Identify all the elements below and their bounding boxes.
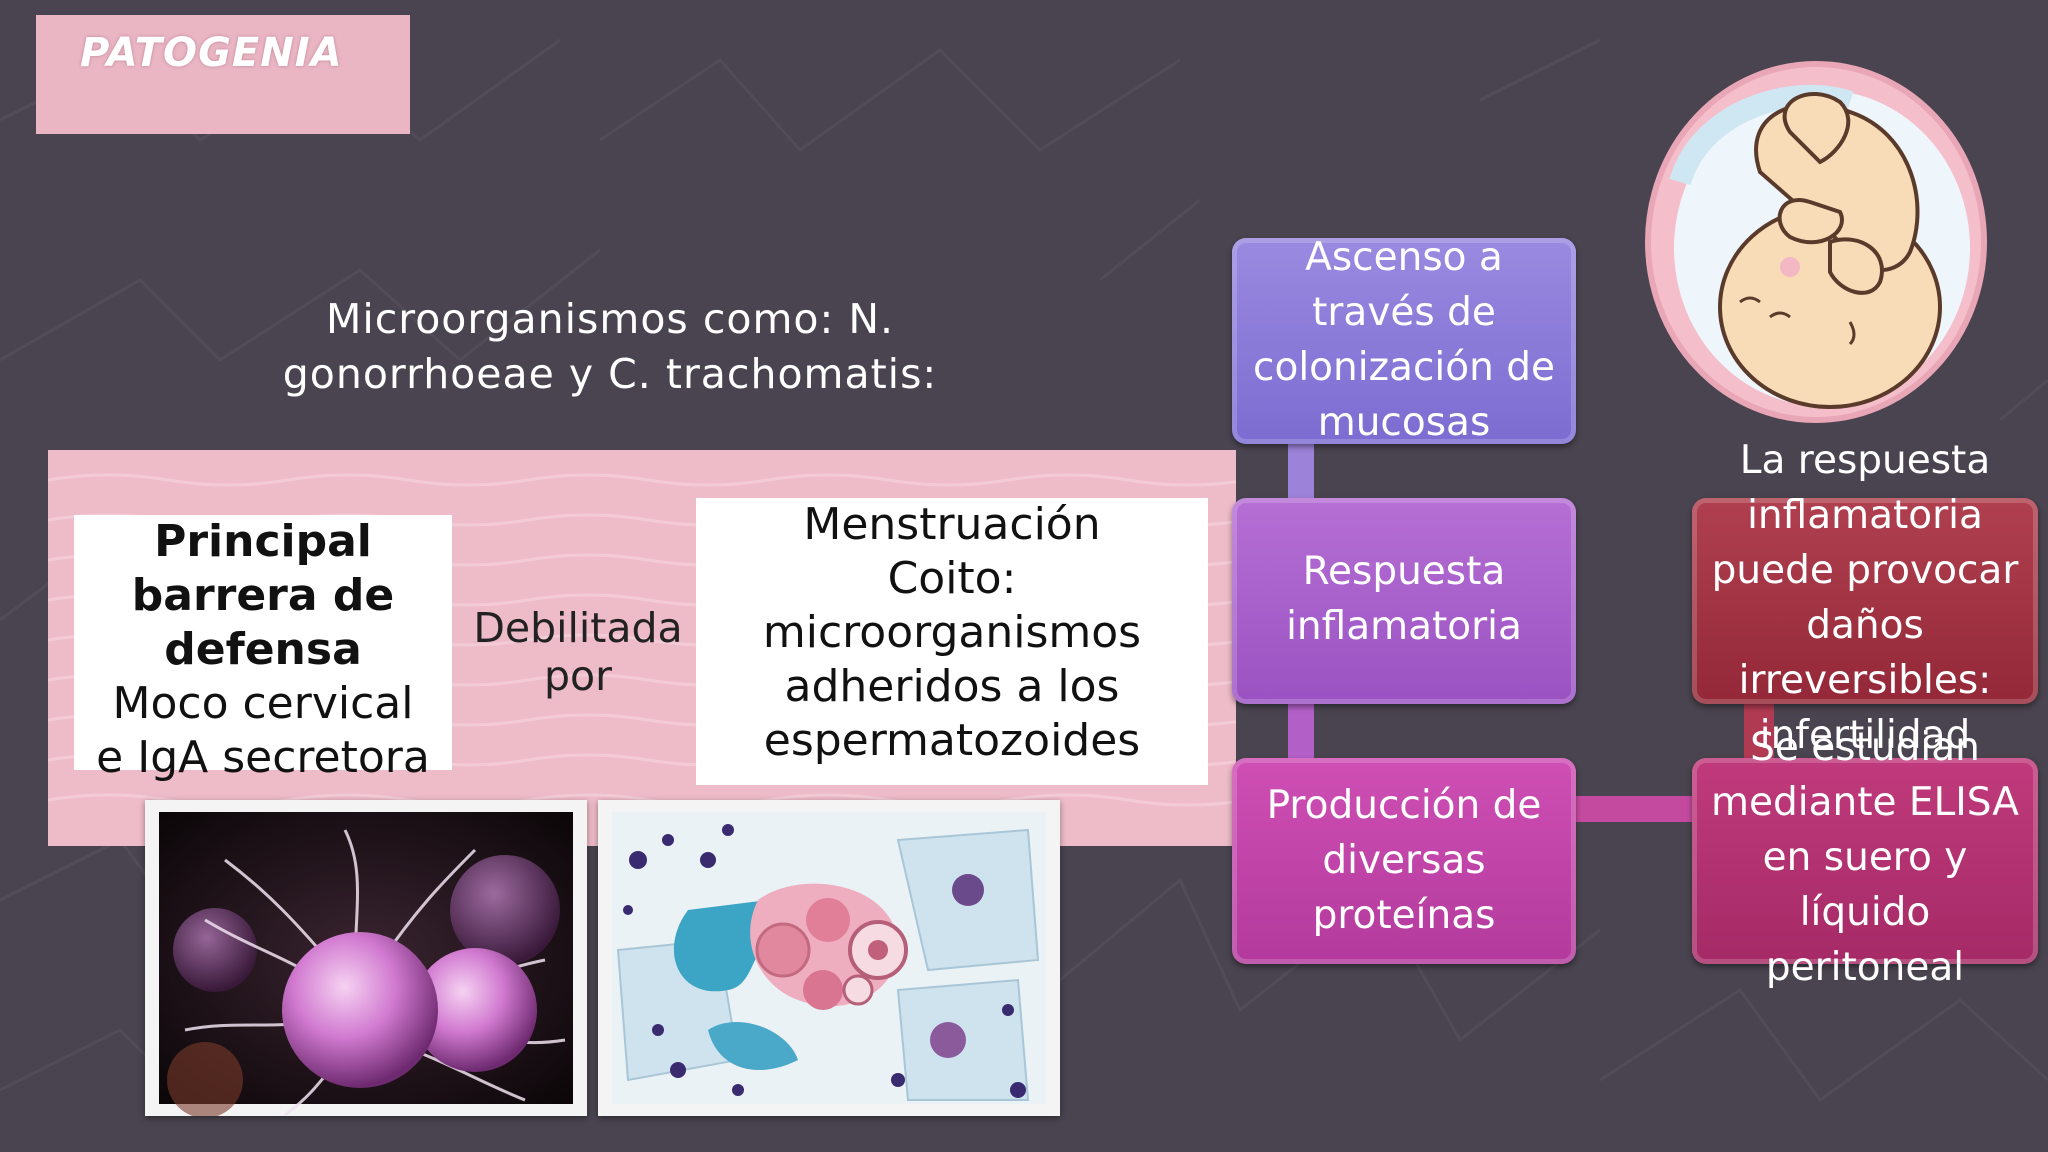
subtitle: Microorganismos como: N. gonorrhoeae y C… xyxy=(240,292,980,402)
barrier-title-line: barrera de xyxy=(131,570,395,621)
weakened-by-label: Debilitada por xyxy=(462,604,694,700)
bacteria-image xyxy=(145,800,587,1116)
flow-step-ascent: Ascenso a través de colonización de muco… xyxy=(1232,235,1576,445)
side-line: mediante ELISA xyxy=(1711,780,2019,825)
flow-text: colonización de xyxy=(1253,345,1555,390)
causes-line: espermatozoides xyxy=(763,715,1141,766)
flow-text: Respuesta xyxy=(1302,549,1506,594)
flow-text: Producción de xyxy=(1266,783,1542,828)
flow-text: proteínas xyxy=(1312,893,1496,938)
barrier-line: e IgA secretora xyxy=(96,732,430,783)
flow-step-protein-production: Producción de diversas proteínas xyxy=(1232,758,1576,964)
subtitle-line: Microorganismos como: N. xyxy=(325,295,895,343)
side-line: peritoneal xyxy=(1765,945,1965,990)
causes-line: microorganismos xyxy=(762,607,1142,658)
microscopy-image xyxy=(598,800,1060,1116)
subtitle-line: gonorrhoeae y C. trachomatis: xyxy=(282,350,938,398)
flow-text: través de xyxy=(1312,290,1496,335)
causes-box: Menstruación Coito: microorganismos adhe… xyxy=(696,498,1208,785)
flow-text: mucosas xyxy=(1317,400,1491,445)
bacteria-illustration xyxy=(159,812,573,1116)
flow-text: inflamatoria xyxy=(1286,604,1522,649)
side-box-damage xyxy=(1692,498,2038,704)
side-line: puede provocar xyxy=(1711,548,2019,593)
side-line: inflamatoria xyxy=(1747,493,1983,538)
side-line: en suero y xyxy=(1762,835,1968,880)
side-line: irreversibles: xyxy=(1738,658,1992,703)
weakened-line: Debilitada xyxy=(473,604,683,652)
defense-barrier-box: Principal barrera de defensa Moco cervic… xyxy=(74,515,452,783)
side-line: líquido xyxy=(1799,890,1931,935)
title-box xyxy=(36,15,410,134)
barrier-title-line: Principal xyxy=(154,516,372,567)
barrier-line: Moco cervical xyxy=(112,678,414,729)
weakened-line: por xyxy=(544,652,612,700)
side-line: daños xyxy=(1806,603,1924,648)
barrier-title-line: defensa xyxy=(164,624,362,675)
side-line: Se estudian xyxy=(1750,725,1980,770)
causes-line: adheridos a los xyxy=(784,661,1120,712)
flow-step-inflammatory-response: Respuesta inflamatoria xyxy=(1232,498,1576,704)
side-text-elisa: Se estudian mediante ELISA en suero y lí… xyxy=(1692,720,2038,995)
side-text-damage: La respuesta inflamatoria puede provocar… xyxy=(1692,433,2038,763)
causes-line: Menstruación xyxy=(803,499,1101,550)
side-line: infertilidad xyxy=(1759,713,1971,758)
fetus-illustration xyxy=(1645,61,1987,423)
causes-line: Coito: xyxy=(887,553,1017,604)
side-line: La respuesta xyxy=(1739,438,1991,483)
microscopy-illustration xyxy=(612,812,1046,1104)
side-box-elisa xyxy=(1692,758,2038,964)
flow-text: diversas xyxy=(1322,838,1486,883)
slide-title: PATOGENIA xyxy=(80,30,343,76)
flow-text: Ascenso a xyxy=(1305,235,1503,280)
